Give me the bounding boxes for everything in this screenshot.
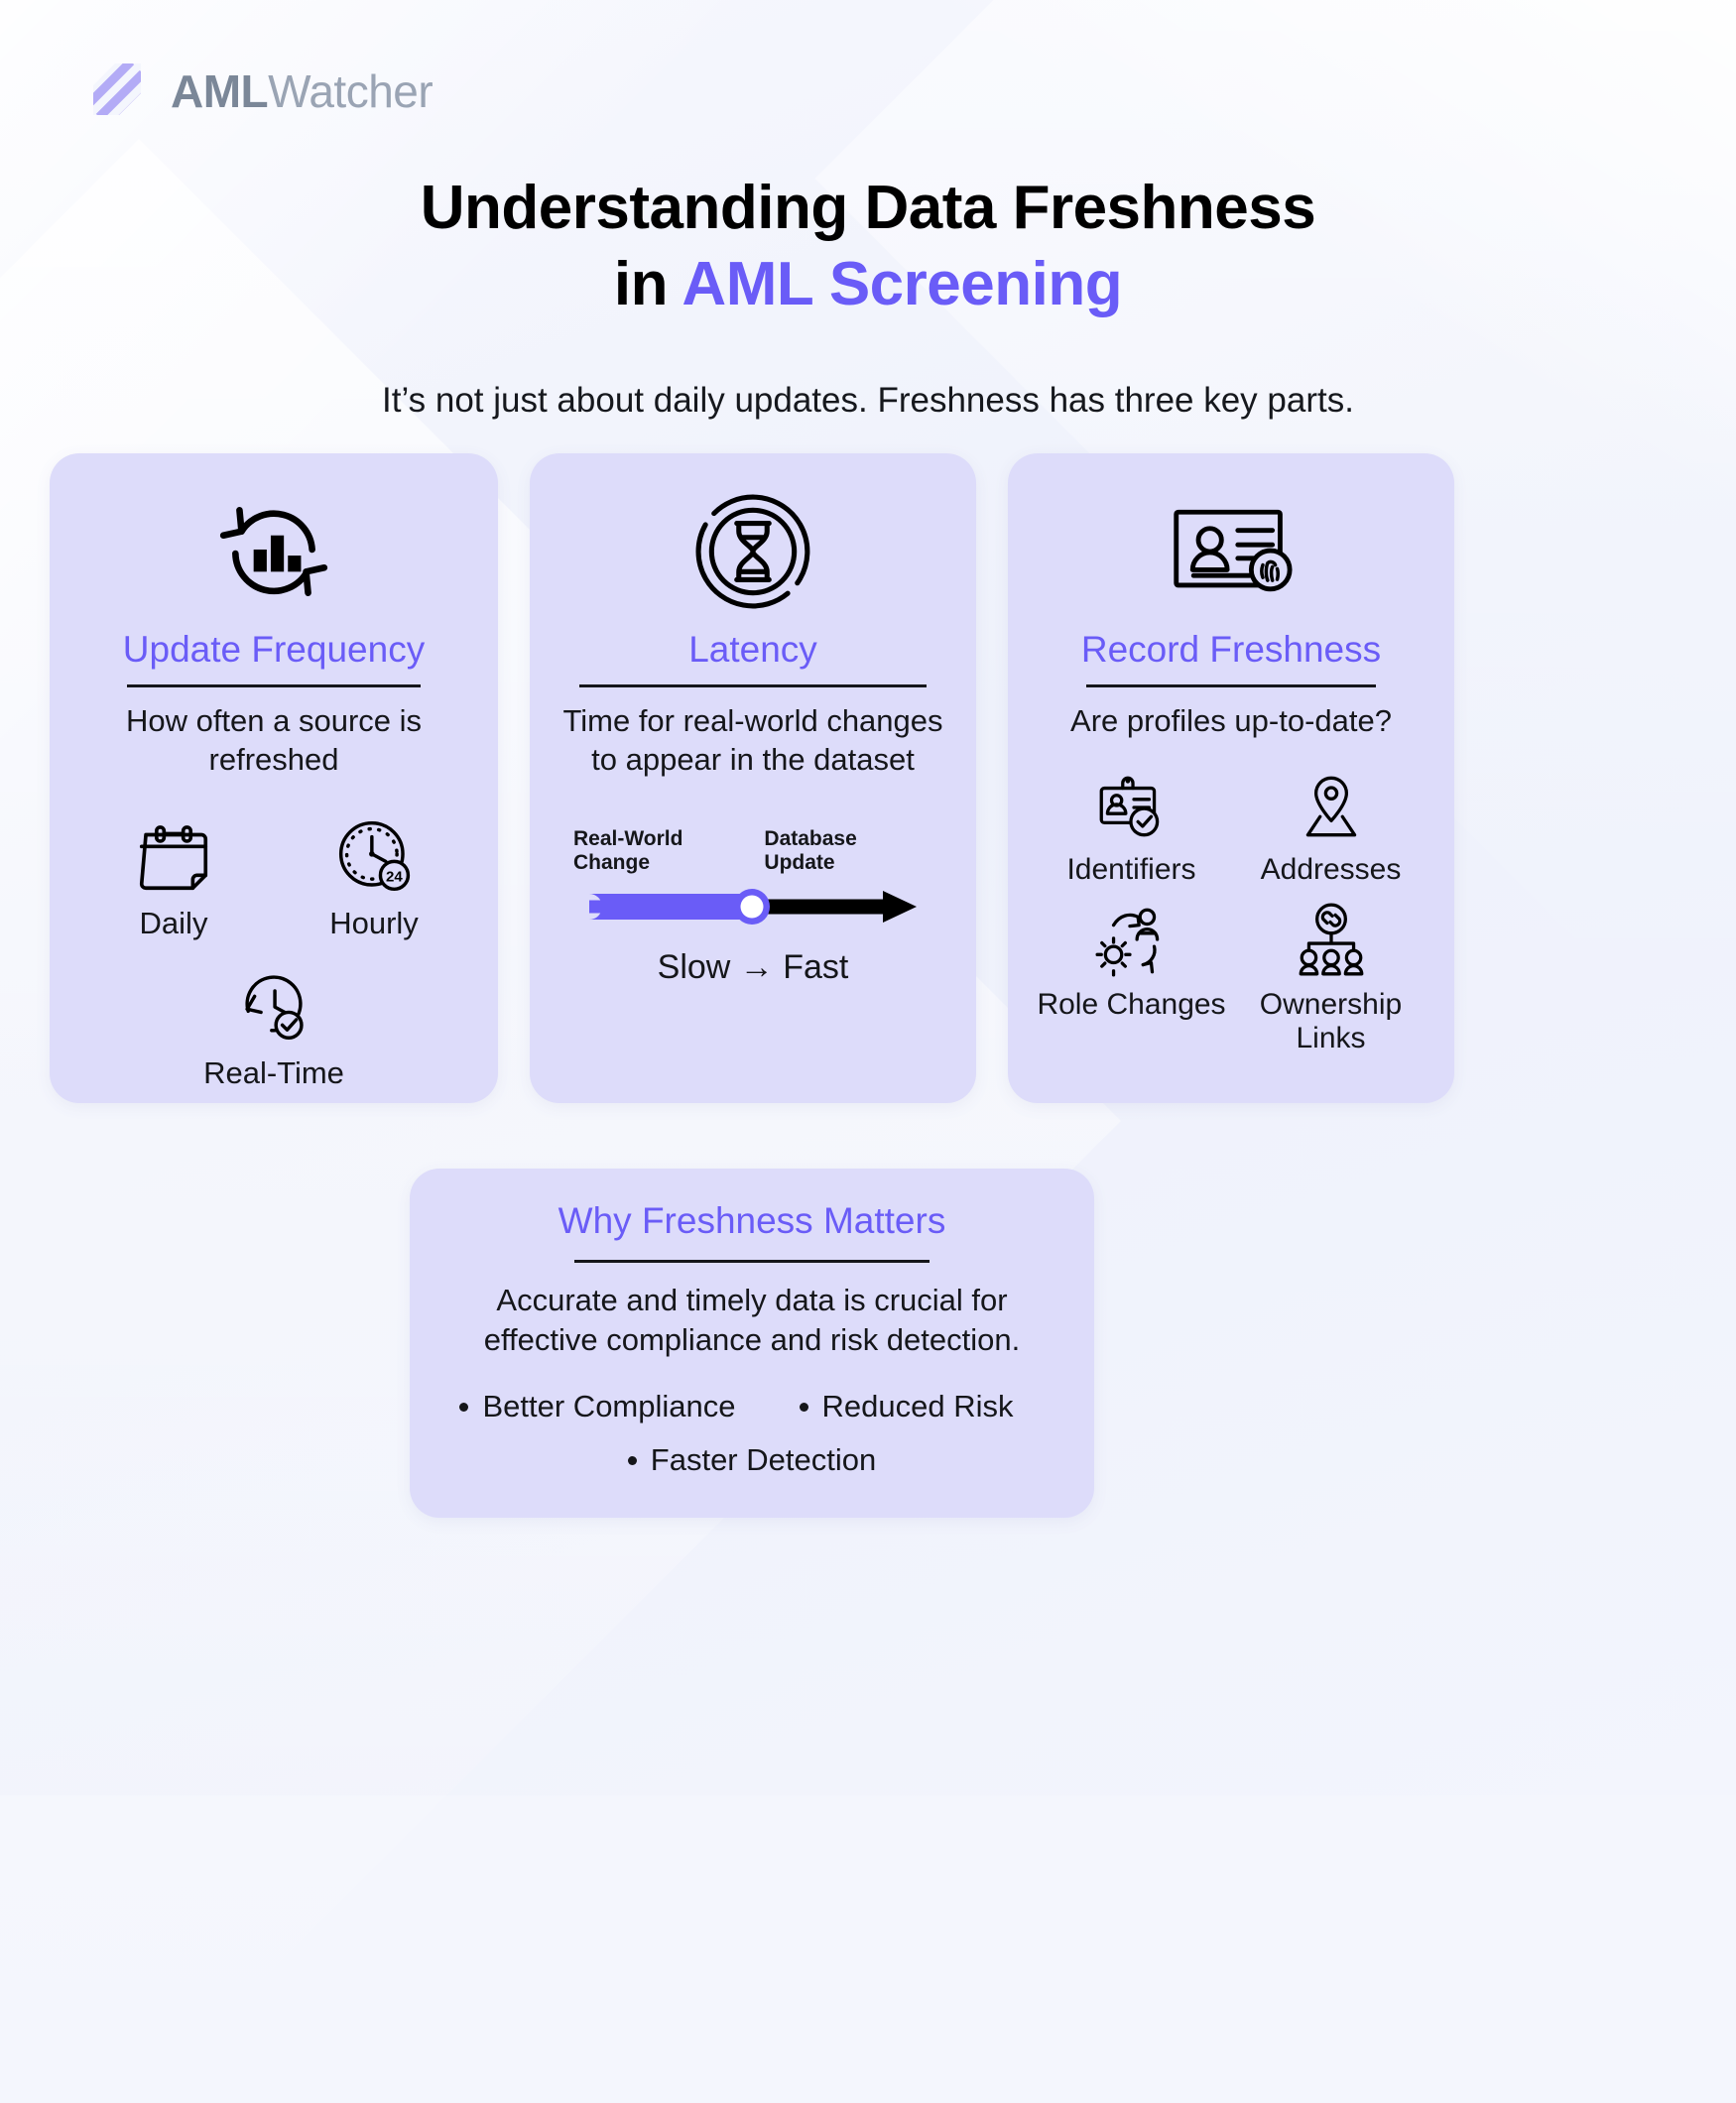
list-item[interactable]: Daily: [73, 813, 274, 941]
refresh-bar-chart-icon: [219, 507, 328, 596]
map-pin-icon: [1305, 777, 1356, 837]
list-item-label: Better Compliance: [482, 1389, 736, 1424]
latency-slider-caption: Slow → Fast: [657, 948, 849, 987]
card-latency-description: Time for real-world changes to appear in…: [562, 702, 943, 778]
latency-slider-track-wrap[interactable]: [567, 885, 938, 928]
infographic-page: AMLWatcher Understanding Data Freshness …: [0, 60, 1736, 1518]
latency-slider[interactable]: [567, 885, 938, 928]
list-item[interactable]: Real-Time: [73, 963, 474, 1091]
brand-name-light: Watcher: [268, 65, 434, 117]
calendar-icon: [139, 825, 208, 891]
bullet-icon: [627, 1455, 637, 1465]
card-record-freshness-icon-wrap: [1032, 487, 1430, 616]
bullet-icon: [799, 1402, 808, 1412]
list-item: Reduced Risk: [752, 1389, 1060, 1424]
id-card-fingerprint-icon: [1174, 509, 1293, 592]
page-title-line-2-accent: AML Screening: [682, 249, 1123, 318]
brand-logo-text: AMLWatcher: [171, 65, 434, 117]
latency-slider-labels: Real-World Change Database Update: [567, 827, 938, 885]
gear-person-arrows-icon: [1095, 908, 1159, 977]
card-why-freshness-matters-divider: [574, 1260, 930, 1263]
list-item-label: Faster Detection: [650, 1442, 877, 1478]
list-item-label: Daily: [139, 906, 208, 941]
bullet-icon: [459, 1402, 469, 1412]
clock-24-icon: 24: [338, 820, 411, 892]
page-title-line-2-plain: in: [613, 249, 682, 318]
update-frequency-item-grid: Daily 24 Hourly: [73, 813, 474, 1090]
hourglass-circle-icon: [695, 494, 810, 609]
list-item[interactable]: Ownership Links: [1231, 901, 1430, 1054]
card-record-freshness-title: Record Freshness: [1080, 629, 1382, 670]
card-why-freshness-matters[interactable]: Why Freshness Matters Accurate and timel…: [410, 1169, 1094, 1518]
card-why-freshness-matters-title: Why Freshness Matters: [558, 1200, 946, 1241]
card-record-freshness-description: Are profiles up-to-date?: [1070, 702, 1392, 738]
clock-check-icon: [245, 975, 304, 1040]
list-item[interactable]: Identifiers: [1032, 766, 1231, 887]
link-network-icon: [1299, 903, 1363, 976]
list-item: Faster Detection: [443, 1442, 1060, 1478]
latency-slider-right-label: Database Update: [764, 827, 857, 875]
list-item-label: Addresses: [1260, 853, 1402, 887]
latency-slider-block: Real-World Change Database Update: [554, 827, 952, 987]
record-freshness-item-grid: Identifiers Addresses: [1032, 766, 1430, 1054]
card-update-frequency-description: How often a source is refreshed: [125, 702, 423, 778]
card-update-frequency-divider: [127, 683, 421, 687]
card-latency-divider: [579, 683, 927, 687]
card-latency-icon-wrap: [554, 487, 952, 616]
card-update-frequency-icon-wrap: [73, 487, 474, 616]
list-item[interactable]: Addresses: [1231, 766, 1430, 887]
card-why-freshness-matters-description: Accurate and timely data is crucial for …: [483, 1283, 1021, 1357]
list-item-label: Real-Time: [203, 1054, 344, 1090]
page-title-line-2: in AML Screening: [0, 247, 1736, 323]
list-item-label: Hourly: [329, 906, 419, 941]
card-record-freshness-divider: [1086, 683, 1376, 687]
card-latency[interactable]: Latency Time for real-world changes to a…: [530, 453, 976, 1103]
aml-watcher-logo-mark-icon: [93, 63, 141, 115]
list-item: Better Compliance: [443, 1389, 752, 1424]
page-title: Understanding Data Freshness in AML Scre…: [0, 171, 1736, 323]
list-item-label: Reduced Risk: [821, 1389, 1014, 1424]
feature-cards-row: Update Frequency How often a source is r…: [50, 453, 1686, 1103]
list-item-label: Ownership Links: [1259, 987, 1403, 1054]
page-subtitle: It’s not just about daily updates. Fresh…: [382, 381, 1354, 420]
list-item-label: Identifiers: [1066, 853, 1196, 887]
page-title-line-1: Understanding Data Freshness: [420, 174, 1316, 242]
svg-text:24: 24: [386, 868, 403, 885]
latency-slider-left-label: Real-World Change: [573, 827, 683, 875]
brand-name-bold: AML: [171, 65, 269, 117]
list-item[interactable]: 24 Hourly: [274, 813, 474, 941]
id-badge-check-icon: [1099, 777, 1159, 837]
card-update-frequency[interactable]: Update Frequency How often a source is r…: [50, 453, 498, 1103]
card-latency-title: Latency: [688, 629, 817, 670]
latency-slider-knob: [740, 895, 764, 919]
list-item-label: Role Changes: [1037, 987, 1226, 1021]
brand-logo[interactable]: AMLWatcher: [85, 60, 434, 123]
benefits-list: Better Compliance Reduced Risk Faster De…: [443, 1389, 1060, 1478]
card-record-freshness[interactable]: Record Freshness Are profiles up-to-date…: [1008, 453, 1454, 1103]
list-item[interactable]: Role Changes: [1032, 901, 1231, 1054]
card-update-frequency-title: Update Frequency: [122, 629, 426, 670]
